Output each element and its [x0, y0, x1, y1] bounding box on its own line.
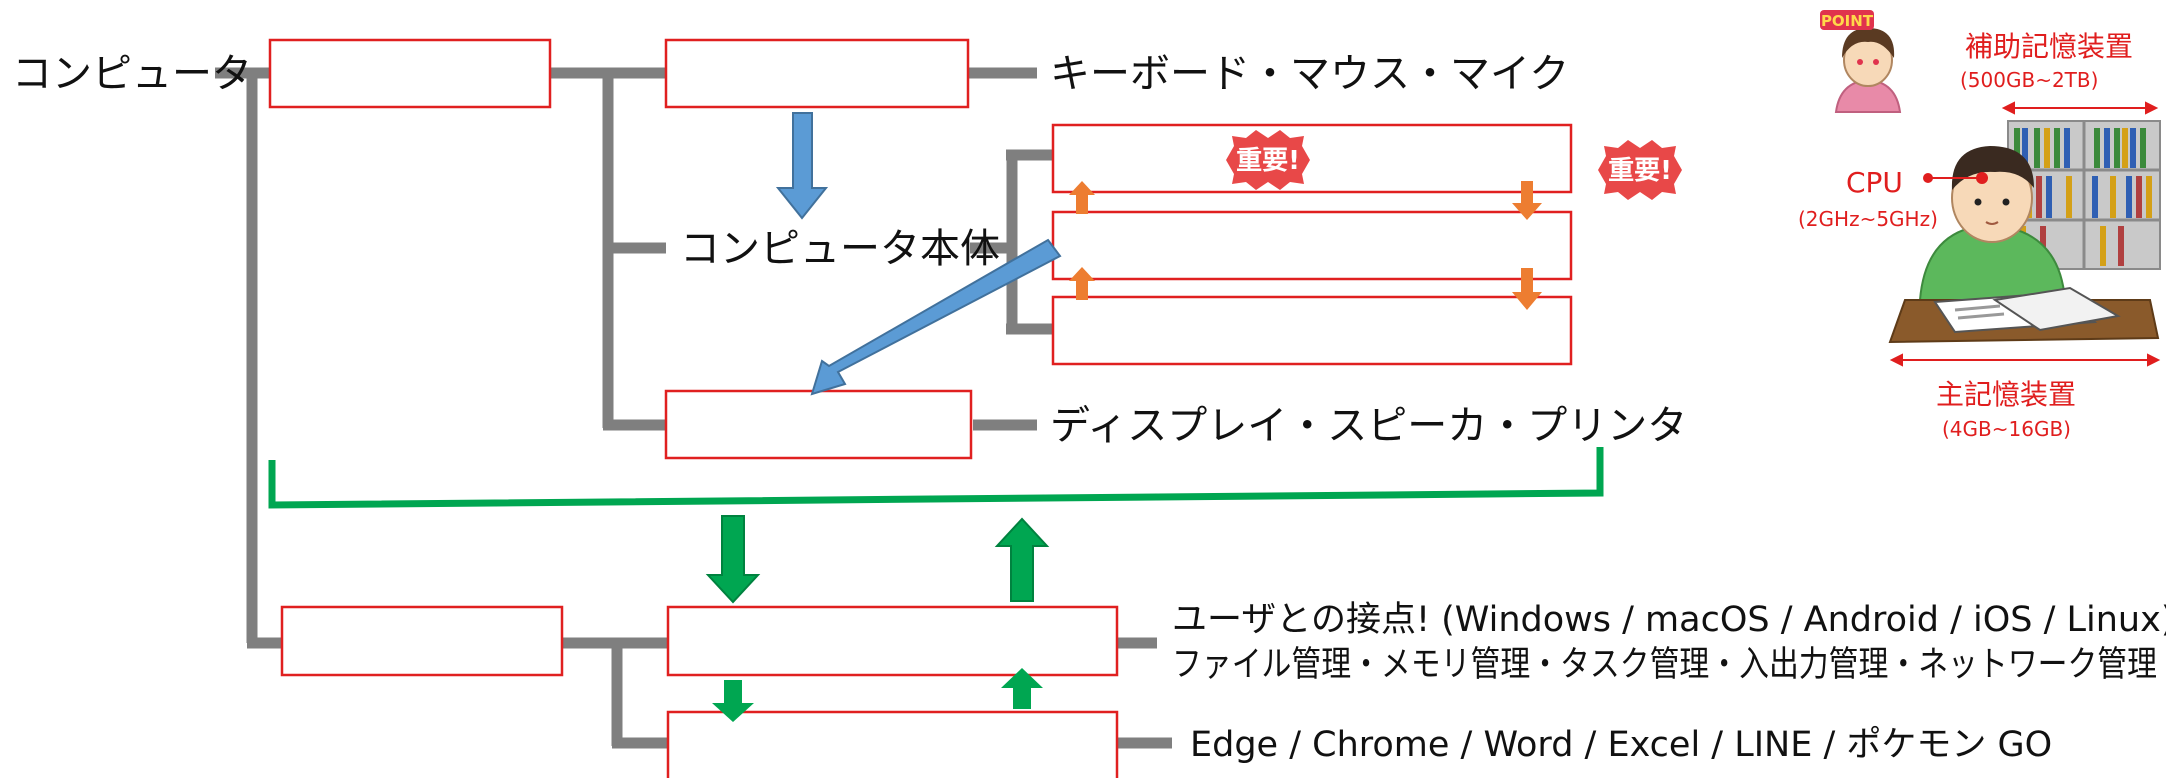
- output-device-box: [664, 389, 973, 460]
- aux-storage-range: (500GB~2TB): [1960, 68, 2098, 92]
- os-description-line-2: ファイル管理・メモリ管理・タスク管理・入出力管理・ネットワーク管理: [1172, 645, 2157, 685]
- point-girl-image: POINT: [1820, 10, 1902, 113]
- arithmetic-unit-box: [1051, 210, 1573, 281]
- point-badge-label: POINT: [1821, 12, 1874, 30]
- important-badge-label: 重要!: [1236, 146, 1300, 176]
- student-image: [1918, 146, 2067, 301]
- orange-arrows: [1069, 181, 1542, 310]
- os-description-line-1: ユーザとの接点! (Windows / macOS / Android / iO…: [1172, 600, 2166, 640]
- main-memory-width-indicator: [1889, 353, 2161, 367]
- green-up-arrow-1: [994, 517, 1050, 602]
- apps-description: Edge / Chrome / Word / Excel / LINE / ポケ…: [1190, 725, 2052, 765]
- hardware-box: [268, 38, 552, 109]
- os-box: [666, 605, 1119, 677]
- green-down-arrow-1: [705, 515, 761, 604]
- computer-label: コンピュータ: [12, 51, 252, 97]
- aux-storage-width-indicator: [2001, 101, 2159, 115]
- input-to-body-arrow: [775, 112, 829, 220]
- control-unit-box: [1051, 123, 1573, 194]
- hardware-boxes: [268, 38, 1573, 460]
- aux-storage-label: 補助記憶装置: [1965, 30, 2133, 63]
- down-arrow-2: [1512, 268, 1542, 310]
- software-box: [280, 605, 564, 677]
- main-memory-range: (4GB~16GB): [1942, 417, 2071, 441]
- up-arrow-1: [1069, 181, 1095, 214]
- down-arrow-1: [1512, 181, 1542, 220]
- green-up-arrow-2: [1001, 668, 1043, 709]
- important-badge-label: 重要!: [1608, 156, 1672, 186]
- cpu-range: (2GHz~5GHz): [1798, 207, 1938, 231]
- student-illustration: POINT 補助記憶装置 (500GB~2TB) CPU (2GHz~5GHz)…: [1798, 10, 2161, 441]
- output-examples-label: ディスプレイ・スピーカ・プリンタ: [1050, 403, 1687, 449]
- main-memory-label: 主記憶装置: [1936, 378, 2076, 411]
- body-to-output-arrow: [810, 238, 1062, 396]
- computer-body-label: コンピュータ本体: [680, 226, 1000, 272]
- green-down-arrow-2: [712, 680, 754, 722]
- cpu-pointer: [1923, 172, 1988, 184]
- tree-connectors: [215, 67, 1172, 749]
- input-device-box: [664, 38, 970, 109]
- storage-unit-box: [1051, 295, 1573, 366]
- application-box: [666, 710, 1119, 778]
- up-arrow-2: [1069, 267, 1095, 300]
- green-bracket: [268, 447, 1604, 509]
- cpu-label: CPU: [1846, 166, 1903, 199]
- software-boxes: [280, 605, 1119, 778]
- blue-arrows: [775, 112, 1062, 396]
- input-examples-label: キーボード・マウス・マイク: [1050, 51, 1569, 97]
- important-badge: 重要!: [1598, 140, 1682, 200]
- desk-image: [1888, 286, 2160, 344]
- green-interface: [268, 447, 1604, 722]
- bookshelf-image: [2007, 120, 2161, 270]
- important-badge: 重要!: [1226, 130, 1310, 190]
